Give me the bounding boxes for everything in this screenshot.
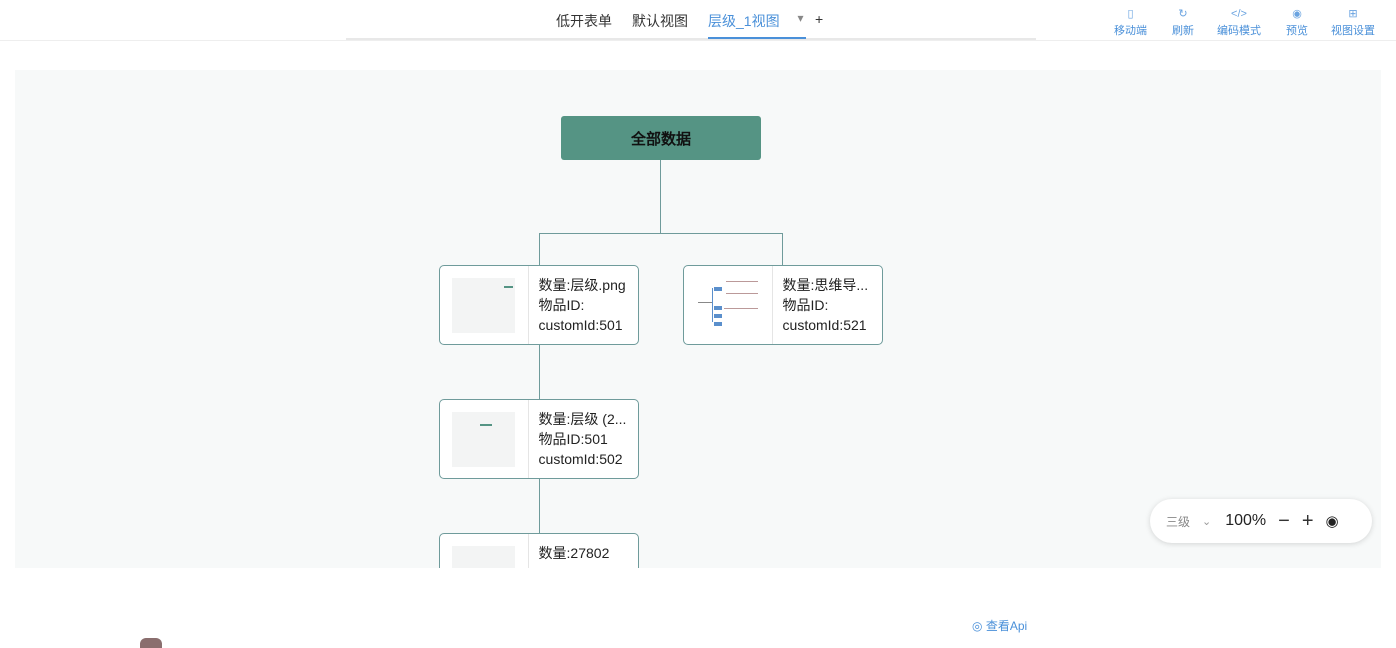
avatar [140,638,162,648]
zoom-in-button[interactable]: + [1301,509,1314,532]
code-label: 编码模式 [1217,25,1261,37]
thumbnail-image [684,266,773,344]
tree-node-card[interactable]: 数量:层级 (2... 物品ID:501 customId:502 [439,399,639,479]
connector [539,478,540,533]
mobile-label: 移动端 [1114,25,1147,37]
eye-icon: ◉ [1292,8,1302,20]
card-custom-id: customId:501 [538,317,623,333]
thumbnail-image [440,400,529,478]
tree-node-card[interactable]: 数量:层级.png 物品ID: customId:501 [439,265,639,345]
code-icon: </> [1231,8,1247,20]
refresh-icon: ↻ [1178,8,1188,20]
card-quantity: 数量:思维导... [782,277,869,293]
settings-label: 视图设置 [1331,25,1375,37]
zoom-percent: 100% [1225,512,1267,529]
code-mode-button[interactable]: </> 编码模式 [1217,7,1261,38]
level-select[interactable]: 三级 [1166,514,1191,529]
refresh-label: 刷新 [1172,25,1194,37]
card-quantity: 数量:层级 (2... [538,411,627,427]
tree-canvas[interactable]: 全部数据 数量:层级.png 物品ID: customId:501 数量:思维导..… [15,70,1381,568]
divider [0,40,1396,41]
card-custom-id: customId:521 [782,317,867,333]
card-custom-id: customId:502 [538,451,623,467]
connector [539,233,540,265]
connector [660,160,661,234]
view-api-link[interactable]: ◎ 查看Api [972,617,1027,634]
thumbnail-image [440,266,529,344]
eye-icon[interactable]: ◉ [1325,513,1339,530]
zoom-controls: 三级 ⌄ 100% − + ◉ [1150,499,1372,543]
preview-button[interactable]: ◉ 预览 [1286,7,1308,38]
card-item-id: 物品ID:501 [538,431,608,447]
phone-icon: ▯ [1127,8,1134,20]
refresh-button[interactable]: ↻ 刷新 [1172,7,1194,38]
tab-label: 层级_1视图 [708,13,780,29]
view-settings-button[interactable]: ⊞ 视图设置 [1331,7,1375,38]
api-label: 查看Api [985,619,1028,633]
eye-icon: ◎ [972,619,986,633]
card-item-id: 物品ID: [538,297,585,313]
card-quantity: 数量:27802 [538,545,610,561]
zoom-out-button[interactable]: − [1278,509,1290,532]
card-item-id: 物品ID: [782,297,829,313]
connector [539,233,783,234]
root-node[interactable]: 全部数据 [561,116,761,160]
mobile-button[interactable]: ▯ 移动端 [1114,7,1147,38]
connector [782,233,783,265]
preview-label: 预览 [1286,25,1308,37]
tab-default-view[interactable]: 默认视图 [632,13,688,29]
connector [539,344,540,399]
chevron-down-icon[interactable]: ▾ [797,11,804,25]
tree-node-card[interactable]: 数量:27802 [439,533,639,568]
add-tab-button[interactable]: + [815,11,824,27]
tab-lowcode-form[interactable]: 低开表单 [556,13,612,29]
grid-icon: ⊞ [1348,8,1358,20]
card-quantity: 数量:层级.png [538,277,626,293]
chevron-down-icon[interactable]: ⌄ [1202,515,1212,528]
tab-hierarchy-view[interactable]: 层级_1视图 ▾ [708,11,806,39]
thumbnail-image [440,534,529,568]
view-tabs: 低开表单 默认视图 层级_1视图 ▾ + [346,0,1036,40]
tree-node-card[interactable]: 数量:思维导... 物品ID: customId:521 [683,265,883,345]
